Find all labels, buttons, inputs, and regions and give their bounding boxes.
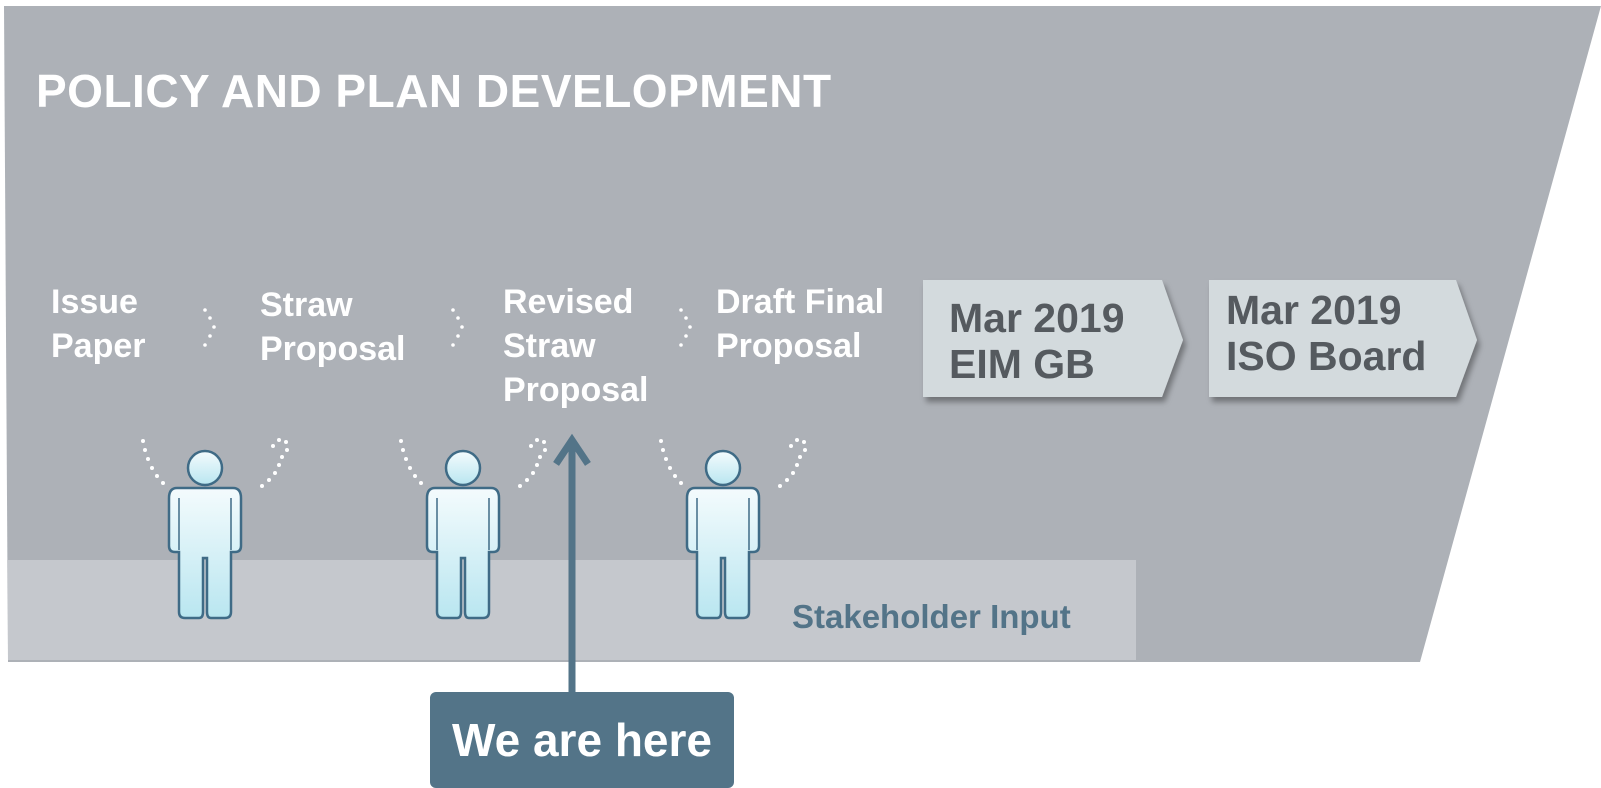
marker-arrow-head: [553, 433, 591, 466]
step-draft-final-proposal: Draft Final Proposal: [716, 280, 884, 368]
step-label: Straw: [260, 286, 353, 324]
step-straw-proposal: Straw Proposal: [260, 283, 405, 371]
step-label: Proposal: [260, 330, 406, 368]
we-are-here-label: We are here: [452, 714, 712, 766]
milestone-chevron-1: [923, 280, 1183, 397]
step-label: Draft Final: [716, 283, 885, 321]
step-label: Paper: [51, 327, 146, 365]
milestone-iso-board: Mar 2019 ISO Board: [1226, 287, 1426, 379]
step-label: Straw: [503, 327, 596, 365]
step-label: Proposal: [716, 327, 862, 365]
page-title: POLICY AND PLAN DEVELOPMENT: [36, 65, 832, 117]
step-separators: [203, 308, 692, 347]
step-label: Revised: [503, 283, 634, 321]
we-are-here-marker: We are here: [430, 692, 734, 788]
milestone-date: Mar 2019: [949, 295, 1125, 341]
phase-panel: [4, 6, 1601, 662]
step-issue-paper: Issue Paper: [51, 280, 146, 368]
milestone-body: ISO Board: [1226, 333, 1427, 379]
stakeholder-input-label: Stakeholder Input: [792, 598, 1071, 635]
milestone-date: Mar 2019: [1226, 287, 1402, 333]
step-label: Issue: [51, 283, 138, 321]
step-revised-straw-proposal: Revised Straw Proposal: [503, 280, 648, 412]
milestone-body: EIM GB: [949, 341, 1095, 387]
milestone-eim-gb: Mar 2019 EIM GB: [949, 295, 1125, 387]
step-label: Proposal: [503, 371, 649, 409]
milestone-chevron-2: [1209, 280, 1477, 397]
